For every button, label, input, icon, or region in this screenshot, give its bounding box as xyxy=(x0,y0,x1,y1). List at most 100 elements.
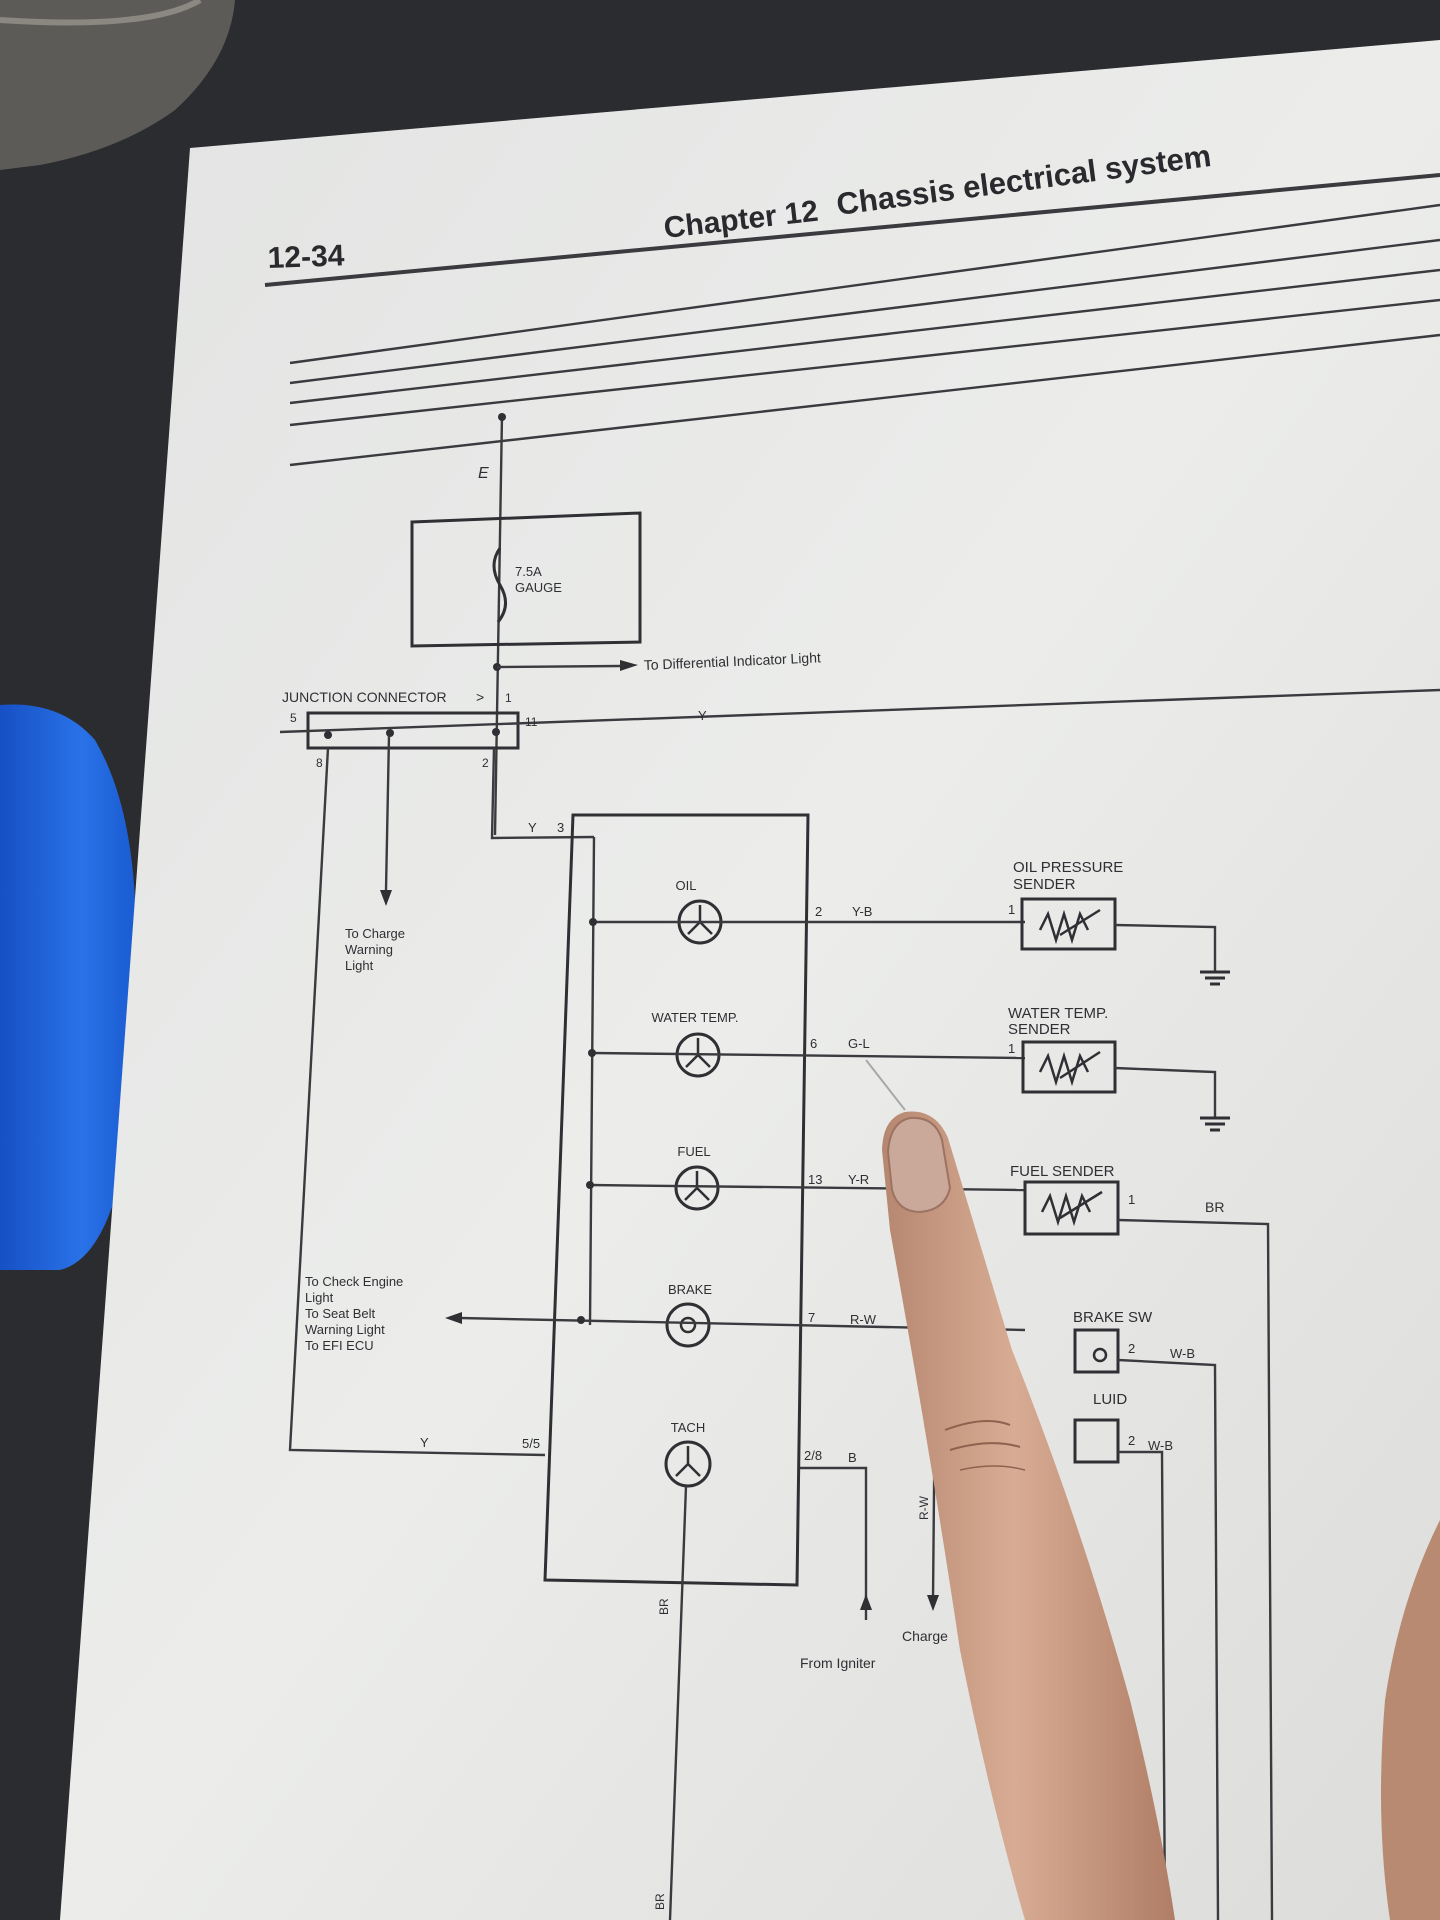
gauge-water-wire xyxy=(591,1051,1026,1060)
charge-warning-line-1: To Charge xyxy=(345,926,405,941)
brake-sw-title: BRAKE SW xyxy=(1073,1309,1153,1326)
check-engine-line-2: Light xyxy=(305,1290,334,1305)
glass-object xyxy=(0,0,235,170)
check-engine-line-1: To Check Engine xyxy=(305,1274,403,1289)
fluid-wire: W-B xyxy=(1148,1438,1173,1453)
wire-br-bottom: BR xyxy=(653,1893,667,1910)
cluster-feed-wire xyxy=(490,747,595,840)
gauge-tach-needle xyxy=(675,1446,701,1477)
oil-sender-title-1: OIL PRESSURE xyxy=(1013,859,1123,876)
fuse-box xyxy=(410,511,642,648)
glass-rim xyxy=(0,0,202,26)
paper-sheet xyxy=(60,40,1440,1920)
wire-br-mid: BR xyxy=(657,1598,671,1615)
gauge-water-label: WATER TEMP. xyxy=(652,1010,739,1025)
oil-sender-title-2: SENDER xyxy=(1013,876,1076,893)
fluid-switch-box xyxy=(1073,1418,1120,1464)
gauge-tach: TACH 2/8 B xyxy=(664,1420,872,1620)
brake-sw-wire: W-B xyxy=(1170,1346,1195,1361)
fuel-sender: FUEL SENDER 1 BR xyxy=(1010,1163,1274,1920)
feed-wire xyxy=(493,414,504,836)
fuel-br-label: BR xyxy=(1205,1199,1224,1215)
fuel-sender-pin: 1 xyxy=(1128,1192,1135,1207)
oil-sender-box xyxy=(1020,897,1117,951)
wire-rw-vertical: R-W xyxy=(917,1495,931,1520)
jc-pin-11: 11 xyxy=(525,715,538,729)
jc-pin-5: 5 xyxy=(290,711,297,725)
brake-sw-contact xyxy=(1092,1347,1108,1363)
oil-resistor xyxy=(1038,909,1090,945)
gauge-brake-dot xyxy=(577,1316,585,1324)
gauge-brake-wire-color: R-W xyxy=(850,1312,877,1327)
header-rule xyxy=(264,173,1440,287)
check-engine-line-4: Warning Light xyxy=(305,1322,385,1337)
jc-dot-a xyxy=(324,731,332,739)
pointing-finger xyxy=(882,1111,1440,1920)
gauge-fuel-wire-color: Y-R xyxy=(848,1172,869,1187)
thumb-shape xyxy=(1381,1520,1440,1920)
gauge-tach-output-wire xyxy=(800,1466,868,1620)
fuel-sender-title: FUEL SENDER xyxy=(1010,1163,1115,1180)
knuckle-crease-1 xyxy=(944,1420,1011,1431)
oil-sender-pin: 1 xyxy=(1008,902,1015,917)
bus-junction-dot xyxy=(498,413,506,421)
water-ground-wire xyxy=(1114,1066,1217,1118)
left-return-wire xyxy=(288,747,546,1457)
brake-switch: BRAKE SW 2 W-B LUID 2 W-B xyxy=(1073,1309,1220,1920)
fuse-name: GAUGE xyxy=(515,580,562,595)
jc-pin-2: 2 xyxy=(482,756,489,770)
tach-input-pin: 5/5 xyxy=(522,1436,540,1451)
charge-lower-label: Charge xyxy=(902,1628,948,1644)
oil-resistor-arrow xyxy=(1059,908,1101,937)
jc-dot-c xyxy=(492,728,500,736)
check-engine-arrow xyxy=(445,1312,462,1324)
gauge-tach-label: TACH xyxy=(671,1420,705,1435)
junction-connector-label: JUNCTION CONNECTOR xyxy=(282,689,447,705)
gauge-oil-pin: 2 xyxy=(815,904,822,919)
y-bus-wire xyxy=(279,688,1440,734)
gauge-oil-label: OIL xyxy=(676,878,697,893)
gauge-brake-pin: 7 xyxy=(808,1310,815,1325)
water-sender-title-1: WATER TEMP. xyxy=(1008,1005,1108,1022)
wire-y-mid: Y xyxy=(528,820,537,835)
fingernail xyxy=(886,1116,952,1214)
gauge-fuel-label: FUEL xyxy=(677,1144,710,1159)
charge-warning-wire xyxy=(384,734,391,891)
check-engine-line-5: To EFI ECU xyxy=(305,1338,374,1353)
gauge-water-pin: 6 xyxy=(810,1036,817,1051)
gauge-brake-label: BRAKE xyxy=(668,1282,712,1297)
combination-meter-box xyxy=(543,813,810,1587)
wire-y-top: Y xyxy=(698,708,707,723)
gauge-water-wire-color: G-L xyxy=(848,1036,870,1051)
check-engine-line-3: To Seat Belt xyxy=(305,1306,375,1321)
fluid-label: LUID xyxy=(1093,1391,1127,1408)
gauge-fuel-needle xyxy=(684,1171,710,1201)
fluid-pin: 2 xyxy=(1128,1433,1135,1448)
page-number: 12-34 xyxy=(267,239,345,275)
fuel-resistor-arrow xyxy=(1059,1190,1103,1220)
charge-warning-arrow xyxy=(380,890,392,906)
gauge-tach-dial xyxy=(664,1440,712,1488)
knuckle-crease-2 xyxy=(949,1442,1021,1451)
gauge-water-dot xyxy=(588,1049,596,1057)
gauge-water-temp: WATER TEMP. 6 G-L xyxy=(588,1010,1026,1078)
charge-warning-line-2: Warning xyxy=(345,942,393,957)
feed-label-e: E xyxy=(478,465,489,482)
jc-pin-1: 1 xyxy=(505,691,512,705)
cluster-pin-3: 3 xyxy=(557,820,564,835)
jc-pin-8: 8 xyxy=(316,756,323,770)
charge-warning-line-3: Light xyxy=(345,958,374,973)
pencil-mark xyxy=(865,1059,906,1111)
tach-ground-wire xyxy=(668,1485,688,1920)
gauge-fuel-pin: 13 xyxy=(808,1172,822,1187)
brake-sw-box xyxy=(1073,1328,1120,1374)
brake-sw-wire-line xyxy=(1117,1358,1220,1920)
blue-tape xyxy=(0,704,136,1270)
oil-pressure-sender: OIL PRESSURE SENDER 1 xyxy=(1008,859,1230,986)
fuel-sender-box xyxy=(1023,1180,1120,1236)
knuckle-crease-3 xyxy=(959,1465,1026,1471)
gauge-tach-pin: 2/8 xyxy=(804,1448,822,1463)
water-sender-pin: 1 xyxy=(1008,1041,1015,1056)
gauge-tach-wire-color: B xyxy=(848,1450,857,1465)
